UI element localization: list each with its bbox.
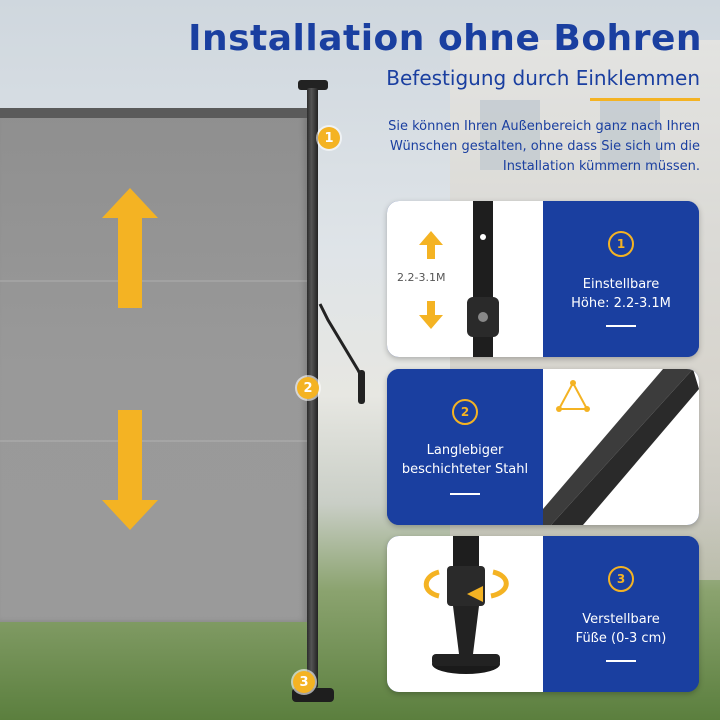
pole-marker-3: 3 xyxy=(293,671,315,693)
screen-roller xyxy=(0,108,312,118)
feature-1-label-line2: Höhe: 2.2-3.1M xyxy=(571,296,671,311)
crank-handle-icon xyxy=(318,303,365,404)
feature-image-steel-tube xyxy=(543,369,699,525)
feature-3-underline xyxy=(606,660,636,662)
feature-image-pole-joint: 2.2-3.1M xyxy=(387,201,543,357)
feature-card-steel: 2 Langlebiger beschichteter Stahl xyxy=(387,369,699,525)
feature-number-3: 3 xyxy=(608,566,634,592)
triangle-icon xyxy=(556,380,590,412)
pole-top-cap xyxy=(298,80,328,90)
feature-number-1: 1 xyxy=(608,231,634,257)
pole-marker-1: 1 xyxy=(318,127,340,149)
feature-3-label-line1: Verstellbare xyxy=(582,612,660,627)
pole-marker-2: 2 xyxy=(297,377,319,399)
feature-card-height: 2.2-3.1M 1 Einstellbare Höhe: 2.2-3.1M xyxy=(387,201,699,357)
subtitle-underline xyxy=(590,98,700,101)
arrow-down-icon xyxy=(102,410,158,530)
feature-card-feet: 3 Verstellbare Füße (0-3 cm) xyxy=(387,536,699,692)
feature-image-adjustable-foot xyxy=(387,536,543,692)
feature-1-label-line1: Einstellbare xyxy=(582,277,660,292)
page-title: Installation ohne Bohren xyxy=(188,18,702,59)
feature-3-label-line2: Füße (0-3 cm) xyxy=(575,631,667,646)
height-range-label: 2.2-3.1M xyxy=(397,271,446,284)
feature-1-underline xyxy=(606,325,636,327)
feature-2-label-line2: beschichteter Stahl xyxy=(401,462,529,477)
description-text: Sie können Ihren Außenbereich ganz nach … xyxy=(388,119,700,174)
privacy-screen-fabric xyxy=(0,112,308,622)
page-subtitle: Befestigung durch Einklemmen xyxy=(386,66,700,90)
feature-number-2: 2 xyxy=(452,399,478,425)
feature-2-underline xyxy=(450,493,480,495)
feature-2-label-line1: Langlebiger xyxy=(426,443,504,458)
arrow-up-icon xyxy=(102,188,158,308)
